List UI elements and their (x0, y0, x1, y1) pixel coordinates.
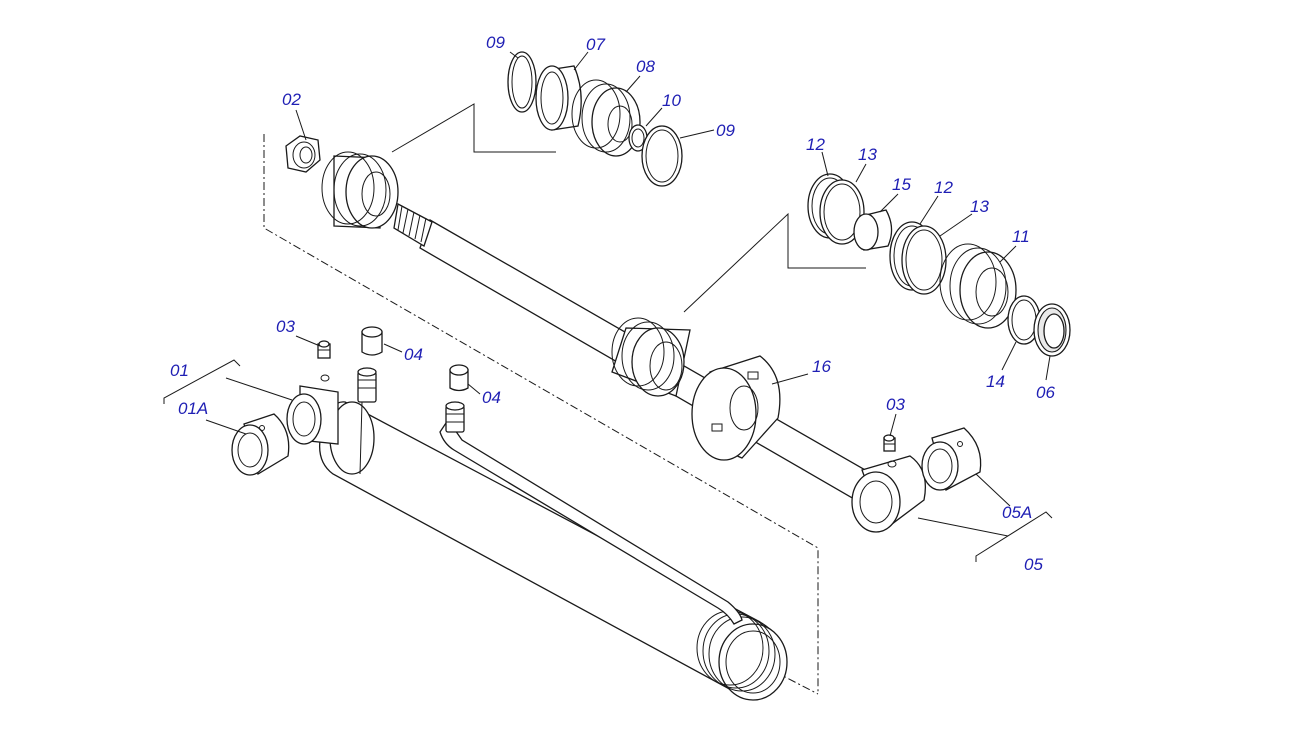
label-06: 06 (1036, 383, 1055, 402)
cap-04-left (361, 326, 383, 356)
cylinder-head-16 (691, 355, 781, 461)
grease-nipple-left (317, 340, 331, 359)
label-05a: 05A (1002, 503, 1032, 522)
label-02: 02 (282, 90, 301, 109)
label-05: 05 (1024, 555, 1043, 574)
label-15: 15 (892, 175, 911, 194)
assembly-centerlines (263, 134, 819, 695)
label-01a: 01A (178, 399, 208, 418)
piston-assembly (321, 151, 399, 229)
label-16: 16 (812, 357, 831, 376)
cylinder-tube (286, 367, 788, 701)
piston-08 (571, 79, 641, 157)
nut-02 (285, 135, 321, 173)
ring-15 (853, 209, 893, 251)
ring-09-a (507, 51, 537, 113)
label-11: 11 (1012, 227, 1030, 246)
label-09-a: 09 (486, 33, 505, 52)
label-leaders (205, 51, 1051, 507)
label-08: 08 (636, 57, 655, 76)
label-14: 14 (986, 372, 1005, 391)
detail-callout-piston (391, 51, 683, 187)
bushing-05a (921, 427, 982, 491)
grease-nipple-right (883, 434, 896, 452)
bushing-01a (231, 413, 290, 476)
detail-callout-gland (683, 173, 1071, 357)
piston-rod (393, 203, 927, 533)
gland-11 (939, 243, 1017, 329)
label-10: 10 (662, 91, 681, 110)
cap-04-right (449, 364, 469, 392)
label-01: 01 (170, 361, 189, 380)
label-13-a: 13 (858, 145, 877, 164)
label-12-b: 12 (934, 178, 953, 197)
fitting-tube-1 (357, 367, 377, 403)
label-09-b: 09 (716, 121, 735, 140)
ring-07 (535, 65, 582, 131)
label-03-left: 03 (276, 317, 295, 336)
ring-13-b (901, 225, 947, 295)
label-07: 07 (586, 35, 605, 54)
bracket-leaders (163, 359, 1053, 562)
label-04-right: 04 (482, 388, 501, 407)
ring-09-b (641, 125, 683, 187)
label-04-left: 04 (404, 345, 423, 364)
label-13-b: 13 (970, 197, 989, 216)
label-03-right: 03 (886, 395, 905, 414)
ring-06 (1033, 303, 1071, 357)
fitting-tube-2 (445, 401, 465, 433)
part-labels: 02 09 07 08 10 09 12 13 15 12 13 11 14 0… (170, 33, 1055, 574)
label-12-a: 12 (806, 135, 825, 154)
ring-13-a (819, 179, 865, 245)
